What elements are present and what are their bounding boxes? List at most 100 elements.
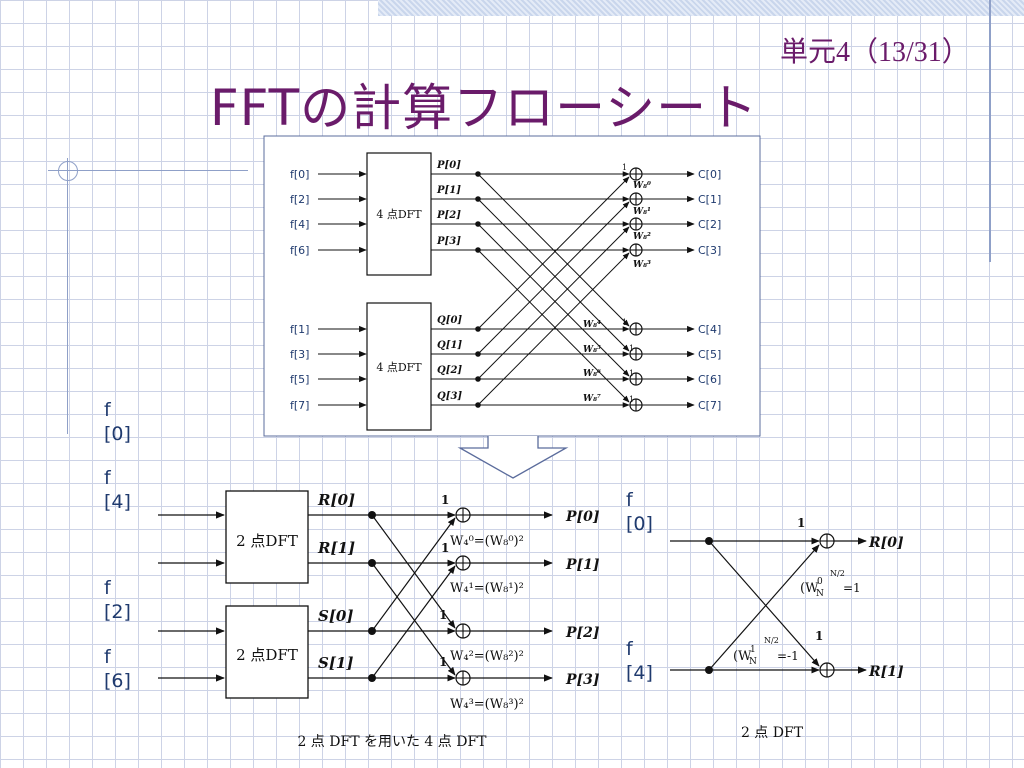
s-label-1: S[1] — [318, 654, 353, 672]
br-twiddle-bottom-exp: N/2 — [764, 636, 779, 645]
output-label-3: C[3] — [698, 244, 721, 257]
br-twiddle-bottom-eq: =-1 — [777, 649, 799, 663]
br-twiddle-top-eq: =1 — [843, 581, 861, 595]
bottom-right-caption: 2 点 DFT — [741, 725, 804, 741]
br-twiddle-top-sub: N — [816, 589, 824, 599]
bl-s-cross-0 — [371, 517, 456, 632]
dft-block-bottom — [366, 302, 432, 431]
bottom-cross-up-0 — [477, 176, 630, 330]
br-one-label-0: 1 — [797, 516, 805, 530]
br-twiddle-bottom-sub: N — [749, 657, 757, 667]
p-label-1: P[1] — [436, 185, 461, 196]
br-twiddle-bottom: (W — [733, 649, 752, 664]
decor-horizontal-line — [48, 170, 248, 171]
left-label-f6: f[6] — [104, 646, 131, 692]
bl-output-label-1: P[1] — [565, 557, 600, 573]
twiddle-bottom-2: W₈⁶ — [583, 369, 601, 379]
bottom-cross-up-1 — [477, 201, 630, 355]
output-label-4: C[4] — [698, 323, 721, 336]
bl-output-label-3: P[3] — [565, 672, 600, 688]
br-output-label-0: R[0] — [868, 535, 904, 551]
br-cross-down — [708, 540, 820, 667]
bl-r-cross-0 — [371, 514, 456, 629]
output-label-7: C[7] — [698, 399, 721, 412]
top-one-label-0: 1 — [622, 163, 627, 172]
bl-one-label-1: 1 — [441, 541, 449, 555]
bottom-cross-up-3 — [477, 252, 630, 406]
bl-output-label-0: P[0] — [565, 509, 600, 525]
top-texts: f[0]f[2]f[4]f[6]f[1]f[3]f[5]f[7]P[0]P[1]… — [290, 160, 721, 412]
output-label-1: C[1] — [698, 193, 721, 206]
decor-circle — [58, 161, 78, 181]
q-label-0: Q[0] — [437, 315, 462, 326]
dft-block-top — [366, 152, 432, 276]
decor-vertical-line — [989, 0, 991, 262]
bottom-right-butterfly-lines — [670, 533, 867, 678]
top-one-label-1: 1 — [622, 318, 627, 327]
dft2-block-top — [225, 490, 309, 584]
q-label-3: Q[3] — [437, 391, 462, 402]
top-diagram-frame — [263, 135, 761, 437]
bottom-input-label-3: f[7] — [290, 399, 309, 412]
p-label-2: P[2] — [436, 210, 461, 221]
p-label-3: P[3] — [436, 236, 461, 247]
bottom-input-label-0: f[1] — [290, 323, 309, 336]
twiddle-top-3: W₈³ — [633, 260, 651, 270]
left-label-f4: f[4] — [104, 467, 131, 513]
twiddle-top-2: W₈² — [633, 232, 651, 242]
top-cross-down-2 — [477, 223, 630, 377]
right-label-f0: f[0] — [626, 489, 653, 535]
bl-output-label-2: P[2] — [565, 625, 600, 641]
br-twiddle-top-sup: 0 — [817, 577, 823, 587]
bottom-left-caption: 2 点 DFT を用いた 4 点 DFT — [297, 734, 487, 750]
top-cross-down-3 — [477, 249, 630, 403]
bottom-left-texts: R[0]R[1]S[0]S[1]P[0]P[1]P[2]P[3]1111W₄⁰=… — [317, 491, 600, 712]
top-butterfly-lines — [431, 167, 695, 412]
dft-block-bottom-label: 4 点DFT — [376, 361, 422, 374]
left-label-f2: f[2] — [104, 577, 131, 623]
decor-vertical-line-left — [67, 158, 68, 434]
down-arrow — [457, 436, 569, 479]
right-label-f4: f[4] — [626, 638, 653, 684]
r-label-1: R[1] — [317, 539, 355, 557]
slide-number: 単元4（13/31） — [780, 37, 970, 68]
r-label-0: R[0] — [317, 491, 355, 509]
top-one-label-4: 1 — [629, 395, 634, 404]
top-input-label-2: f[4] — [290, 218, 309, 231]
top-inputs — [318, 170, 367, 409]
br-output-label-1: R[1] — [868, 664, 904, 680]
bottom-input-label-1: f[3] — [290, 348, 309, 361]
dft2-block-top-label: 2 点DFT — [236, 532, 298, 550]
slide-title: FFTの計算フローシート — [210, 79, 759, 137]
top-input-label-3: f[6] — [290, 244, 309, 257]
br-twiddle-top: (W — [800, 581, 819, 596]
twiddle-bottom-1: W₈⁵ — [583, 345, 601, 355]
top-one-label-3: 1 — [629, 369, 634, 378]
q-label-2: Q[2] — [437, 365, 462, 376]
bl-twiddle-1: W₄¹=(W₈¹)² — [450, 581, 524, 596]
p-label-0: P[0] — [436, 160, 461, 171]
br-twiddle-top-exp: N/2 — [830, 569, 845, 578]
br-cross-up — [708, 544, 820, 671]
s-label-0: S[0] — [318, 607, 353, 625]
q-label-1: Q[1] — [437, 340, 462, 351]
bl-one-label-0: 1 — [441, 493, 449, 507]
bl-twiddle-3: W₄³=(W₈³)² — [450, 697, 524, 712]
bl-twiddle-0: W₄⁰=(W₈⁰)² — [450, 534, 524, 549]
output-label-5: C[5] — [698, 348, 721, 361]
twiddle-top-0: W₈⁰ — [633, 181, 651, 191]
bottom-cross-up-2 — [477, 226, 630, 380]
twiddle-top-1: W₈¹ — [633, 207, 651, 217]
dft2-block-bottom — [225, 605, 309, 699]
bl-one-label-2: 1 — [439, 608, 447, 622]
br-one-label-1: 1 — [815, 629, 823, 643]
bottom-input-label-2: f[5] — [290, 373, 309, 386]
bl-r-cross-1 — [371, 562, 456, 676]
twiddle-bottom-3: W₈⁷ — [583, 394, 601, 404]
top-input-label-1: f[2] — [290, 193, 309, 206]
dft2-block-bottom-label: 2 点DFT — [236, 646, 298, 664]
bl-s-cross-1 — [371, 565, 456, 679]
br-twiddle-bottom-sup: 1 — [750, 645, 756, 655]
header-pattern-band — [378, 0, 1024, 16]
